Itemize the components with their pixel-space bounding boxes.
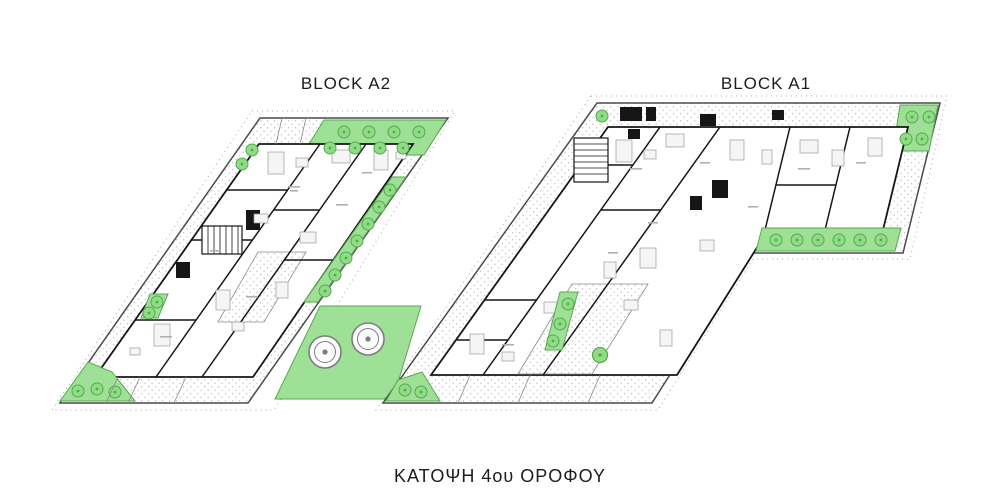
pool-icon — [351, 322, 385, 356]
block-a2-plan — [51, 110, 456, 411]
tree-icon — [142, 306, 156, 320]
tree-icon — [811, 233, 825, 247]
room-label-marks — [160, 172, 372, 338]
stairs-icon — [573, 137, 609, 183]
tree-icon — [595, 109, 609, 123]
tree-icon — [350, 234, 364, 248]
block-a1-dimension-line — [375, 95, 948, 411]
balcony-dividers — [457, 374, 601, 404]
tree-icon — [414, 385, 428, 399]
furniture — [129, 149, 407, 356]
tree-icon — [372, 200, 386, 214]
tree-icon — [362, 125, 376, 139]
tree-icon — [553, 317, 567, 331]
tree-icon — [853, 233, 867, 247]
tree-icon — [412, 125, 426, 139]
furniture — [469, 133, 883, 362]
tree-icon — [150, 295, 164, 309]
tree-icon — [387, 125, 401, 139]
interior-walls — [135, 143, 367, 378]
tree-icon — [323, 141, 337, 155]
tree-icon — [90, 382, 104, 396]
tree-icon — [915, 132, 929, 146]
block-a1-plan — [375, 95, 948, 411]
tree-icon — [899, 132, 913, 146]
drawing-caption: ΚΑΤΟΨΗ 4ου ΟΡΟΦΟΥ — [393, 466, 607, 486]
tree-icon — [874, 233, 888, 247]
block-a2-title: BLOCK A2 — [300, 74, 392, 93]
tree-icon — [561, 297, 575, 311]
tree-icon — [383, 183, 397, 197]
balcony-dividers — [105, 117, 307, 404]
tree-icon — [398, 383, 412, 397]
tree-icon — [373, 141, 387, 155]
tree-icon — [546, 334, 560, 348]
tree-icon — [318, 284, 332, 298]
room-label-marks — [502, 162, 866, 346]
block-a2-dimension-line — [51, 110, 456, 411]
tree-icon — [790, 233, 804, 247]
tree-icon — [245, 143, 259, 157]
stairs-icon — [201, 225, 243, 255]
terrace-area — [517, 283, 649, 375]
tree-icon — [769, 233, 783, 247]
tree-icon — [348, 141, 362, 155]
tree-icon — [361, 217, 375, 231]
tree-icon — [922, 110, 936, 124]
planter-area — [755, 227, 902, 252]
elevator-core-icon — [620, 107, 784, 210]
tree-icon — [337, 125, 351, 139]
tree-icon — [396, 141, 410, 155]
tree-icon — [339, 251, 353, 265]
tree-icon — [328, 268, 342, 282]
tree-icon — [235, 157, 249, 171]
tree-icon — [832, 233, 846, 247]
pool-icon — [308, 335, 342, 369]
block-a1-title: BLOCK A1 — [720, 74, 812, 93]
tree-icon — [905, 110, 919, 124]
tree-icon — [591, 346, 609, 364]
tree-icon — [71, 384, 85, 398]
